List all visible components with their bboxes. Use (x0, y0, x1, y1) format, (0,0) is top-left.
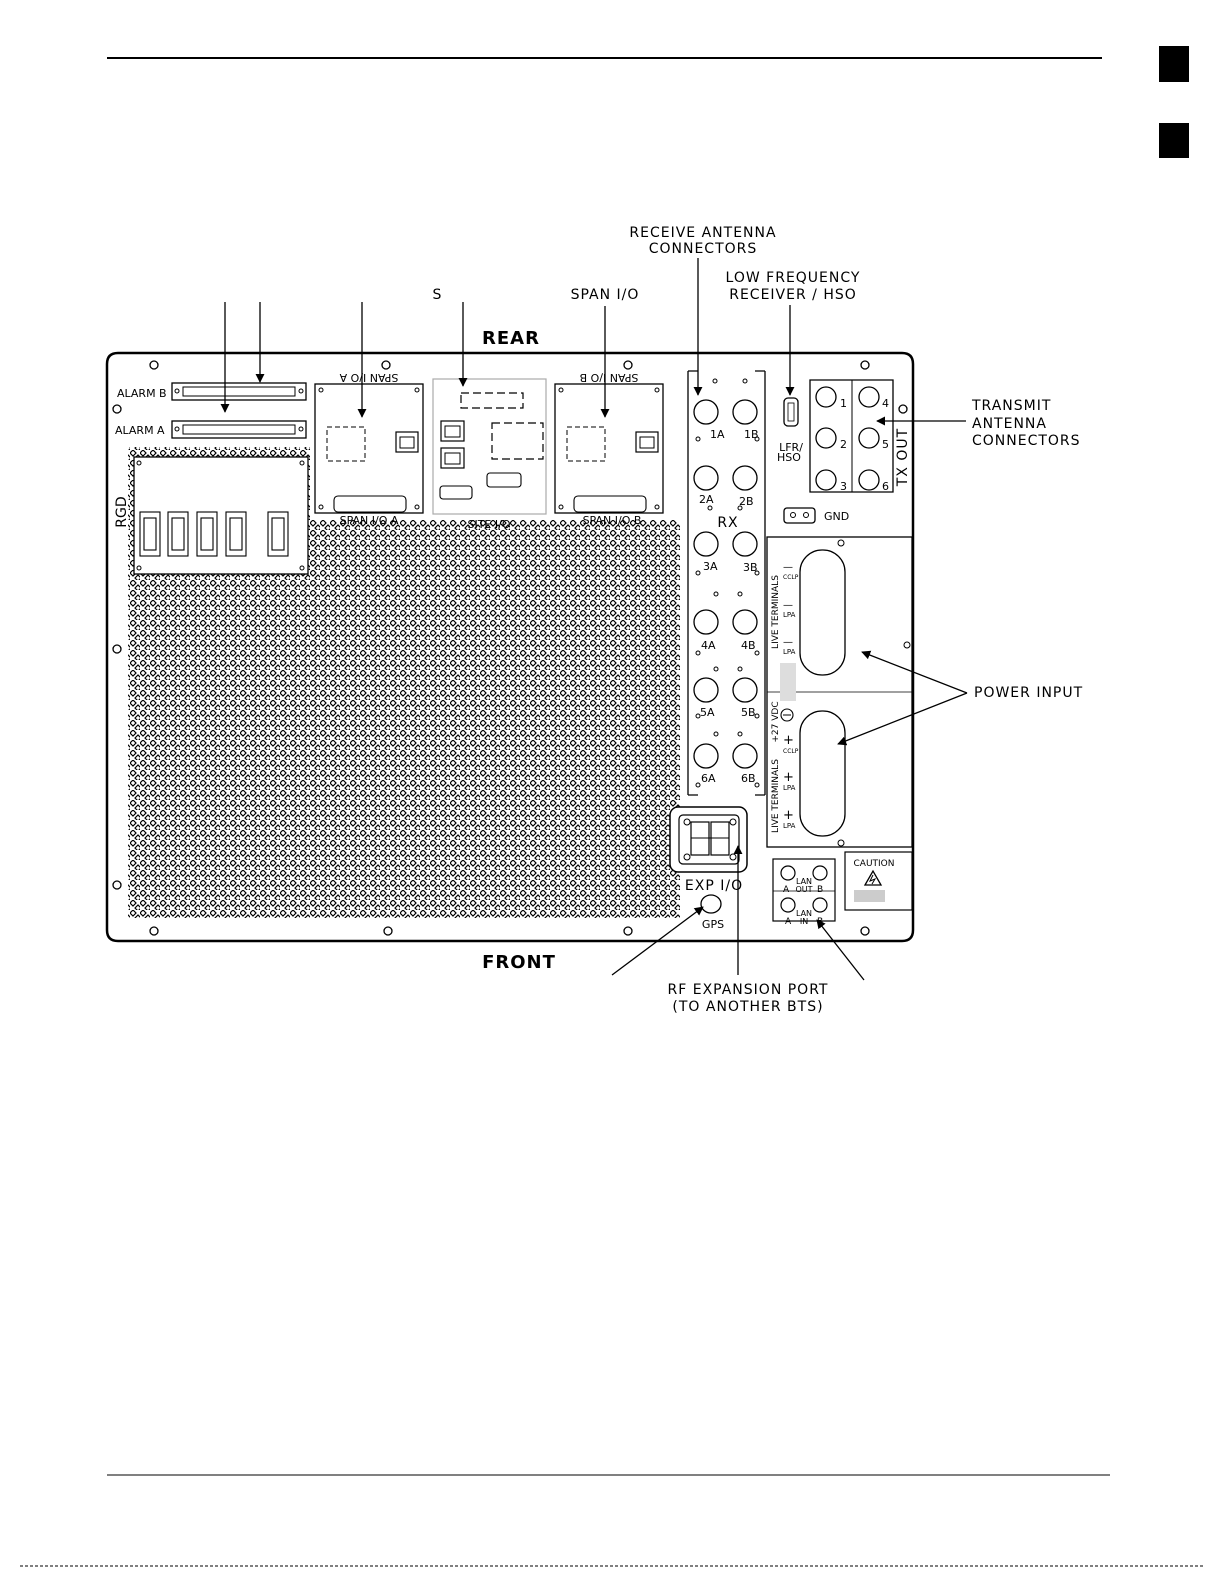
span-io-callout-label: SPAN I/O (571, 287, 640, 303)
tx-1-label: 1 (840, 397, 847, 410)
rx-3a-label: 3A (703, 560, 718, 573)
receive-antenna-label-line2: CONNECTORS (649, 241, 758, 257)
lan-in-label: LAN (796, 909, 812, 918)
tx-out-label: TX OUT (895, 428, 911, 487)
rx-1b-label: 1B (744, 428, 759, 441)
thumb-tab-2 (1159, 123, 1189, 158)
vdc-label: +27 VDC (771, 701, 781, 742)
rx-2b-label: 2B (739, 495, 754, 508)
gps-label: GPS (702, 918, 724, 931)
lan-out-b-label: B (817, 885, 823, 895)
tx-2-label: 2 (840, 438, 847, 451)
live-terminals-neg-label: LIVE TERMINALS (771, 575, 781, 649)
front-label: FRONT (482, 952, 556, 973)
rx-6b-label: 6B (741, 772, 756, 785)
pos-lpa1-symbol: + (783, 770, 794, 785)
s-label: S (433, 287, 442, 303)
neg-lpa2-label: LPA (783, 648, 796, 656)
power-terminal-cover-positive (799, 710, 846, 837)
rx-label: RX (717, 515, 738, 531)
callout-arrows (220, 258, 968, 981)
out-label: OUT (795, 885, 812, 894)
gnd-label: GND (824, 510, 849, 523)
in-label: IN (800, 917, 808, 926)
span-io-a-mirrored-label: SPAN I/O A (339, 371, 398, 384)
rear-label: REAR (482, 328, 540, 349)
gps-connector (700, 894, 722, 914)
span-io-a-rj45-port (395, 431, 419, 453)
neg-lpa1-symbol: — (783, 600, 793, 611)
lan-out-a-label: A (783, 885, 790, 895)
rx-5a-label: 5A (700, 706, 715, 719)
site-io-label: SITE I/O (467, 518, 510, 531)
rx-3b-label: 3B (743, 561, 758, 574)
rx-1a-label: 1A (710, 428, 725, 441)
rf-expansion-label-line2: (TO ANOTHER BTS) (672, 999, 823, 1015)
pos-lpa2-label: LPA (783, 822, 796, 830)
lan-in-b-label: B (817, 917, 823, 927)
alarm-b-label: ALARM B (117, 387, 167, 400)
caution-text: CAUTION (854, 859, 895, 869)
tx-3-label: 3 (840, 480, 847, 493)
hso-label: HSO (777, 451, 801, 464)
rx-2a-label: 2A (699, 493, 714, 506)
rf-expansion-label-line1: RF EXPANSION PORT (668, 982, 829, 998)
receive-antenna-label-line1: RECEIVE ANTENNA (629, 225, 776, 241)
live-terminals-pos-label: LIVE TERMINALS (771, 759, 781, 833)
lan-ports (780, 865, 828, 913)
transmit-label-line3: CONNECTORS (972, 433, 1081, 449)
transmit-label-line1: TRANSMIT (971, 398, 1051, 414)
tx-5-label: 5 (882, 438, 889, 451)
alarm-a-connector (171, 420, 307, 439)
pos-cclp-symbol: + (783, 733, 794, 748)
warning-icon (863, 869, 883, 886)
mounting-holes (112, 360, 908, 936)
rx-6a-label: 6A (701, 772, 716, 785)
neg-lpa1-label: LPA (783, 611, 796, 619)
pos-lpa2-symbol: + (783, 808, 794, 823)
pos-cclp-label: CCLP (783, 748, 799, 755)
span-io-b-rj45-port (635, 431, 659, 453)
alarm-a-label: ALARM A (115, 424, 165, 437)
pos-lpa1-label: LPA (783, 784, 796, 792)
lfr-hso-connector (783, 397, 799, 427)
exp-io-label: EXP I/O (685, 878, 743, 894)
span-io-b-label: SPAN I/O B (583, 514, 642, 527)
rx-4b-label: 4B (741, 639, 756, 652)
neg-cclp-symbol: — (783, 562, 793, 573)
neg-cclp-label: CCLP (783, 574, 799, 581)
tx-4-label: 4 (882, 397, 889, 410)
span-io-b-mirrored-label: SPAN I/O B (580, 371, 639, 384)
rgd-label: RGD (114, 496, 130, 527)
gnd-terminal (783, 507, 816, 524)
power-input-label: POWER INPUT (974, 685, 1083, 701)
lfr-hso-label-line1: LOW FREQUENCY (726, 270, 861, 286)
rx-4a-label: 4A (701, 639, 716, 652)
tx-antenna-connectors (815, 386, 880, 491)
rgd-db-connectors (139, 511, 289, 557)
thumb-tab-1 (1159, 46, 1189, 82)
site-io-rj45-2 (440, 447, 465, 469)
power-terminal-cover-negative (799, 549, 846, 676)
alarm-b-connector (171, 382, 307, 401)
tx-out-frame (809, 379, 894, 493)
lfr-hso-label-line2: RECEIVER / HSO (729, 287, 857, 303)
span-io-a-label: SPAN I/O A (340, 514, 399, 527)
transmit-label-line2: ANTENNA (972, 416, 1047, 432)
rx-antenna-connectors (693, 399, 758, 769)
lfr-label: LFR/ (779, 441, 803, 454)
neg-lpa2-symbol: — (783, 637, 793, 648)
lan-in-a-label: A (785, 917, 792, 927)
rx-5b-label: 5B (741, 706, 756, 719)
tx-6-label: 6 (882, 480, 889, 493)
lan-out-label: LAN (796, 877, 812, 886)
rx-connector-frame (687, 370, 766, 796)
site-io-rj45-1 (440, 420, 465, 442)
